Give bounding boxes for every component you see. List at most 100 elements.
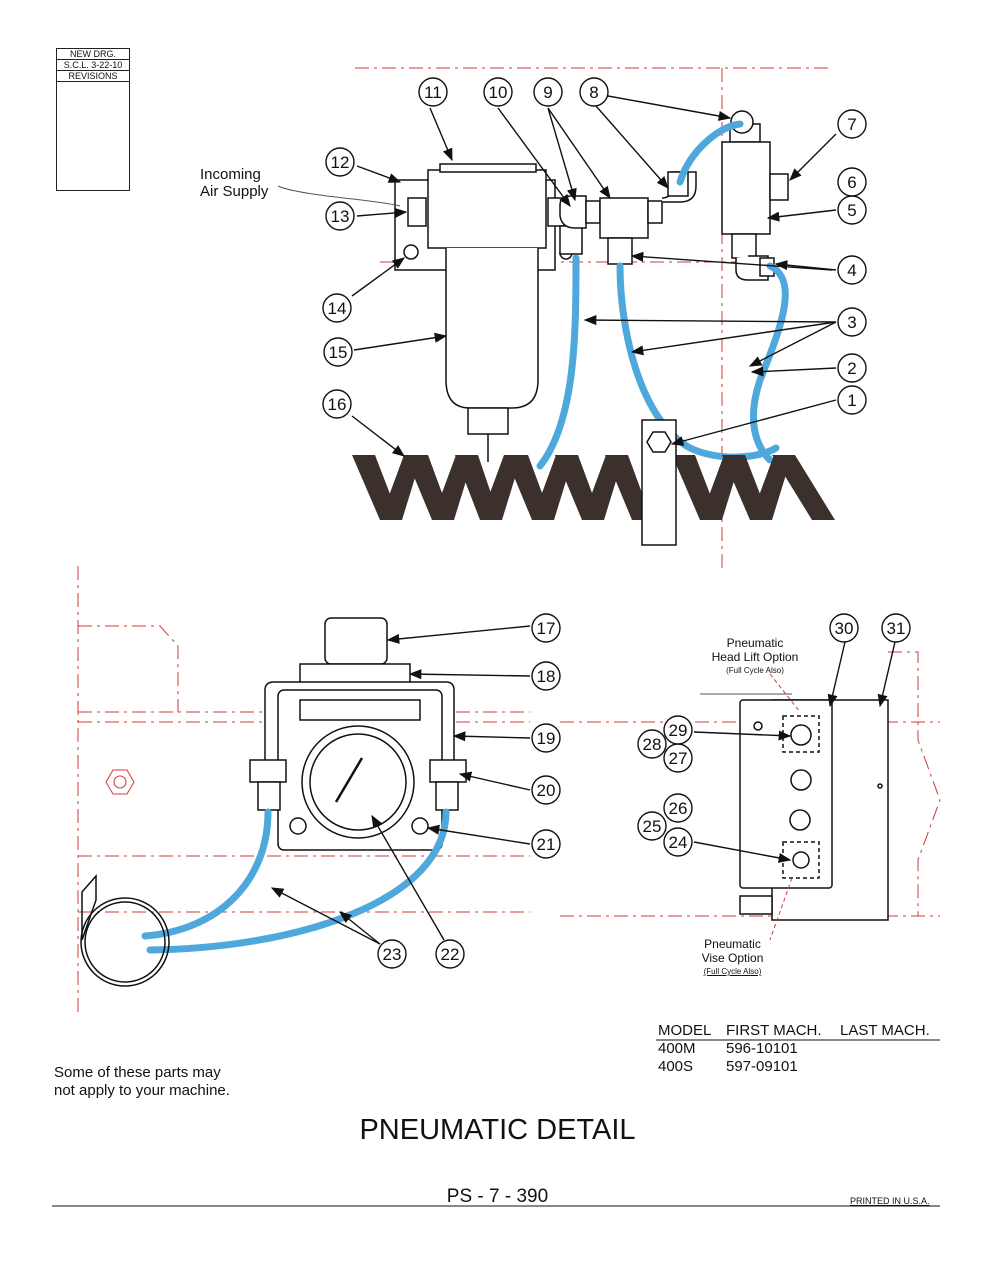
callout-circle-29 xyxy=(663,715,693,745)
callout-number-25: 25 xyxy=(643,817,662,836)
callout-circle-14 xyxy=(322,293,352,323)
callout-number-18: 18 xyxy=(537,667,556,686)
callout-circle-13 xyxy=(325,201,355,231)
callout-circle-31 xyxy=(881,613,911,643)
callout-number-17: 17 xyxy=(537,619,556,638)
vise-option-line-2: Vise Option xyxy=(701,951,764,965)
model-table-header: MODEL FIRST MACH. LAST MACH. xyxy=(658,1022,930,1040)
printed-in-usa: PRINTED IN U.S.A. xyxy=(850,1196,930,1206)
callout-circle-3 xyxy=(837,307,867,337)
callout-circle-30 xyxy=(829,613,859,643)
callout-number-13: 13 xyxy=(331,207,350,226)
callout-number-7: 7 xyxy=(847,115,856,134)
callout-bubbles: 1234567891011121314151617181920212223242… xyxy=(322,77,911,969)
incoming-air-line-2: Air Supply xyxy=(200,183,269,200)
callout-number-15: 15 xyxy=(329,343,348,362)
callout-circle-4 xyxy=(837,255,867,285)
callout-circle-19 xyxy=(531,723,561,753)
callout-number-2: 2 xyxy=(847,359,856,378)
callout-circle-7 xyxy=(837,109,867,139)
first-mach-header: FIRST MACH. xyxy=(726,1022,822,1039)
callout-number-10: 10 xyxy=(489,83,508,102)
model-row: 400M 596-10101 xyxy=(658,1040,930,1058)
page-number: PS - 7 - 390 xyxy=(446,1186,549,1207)
callout-circle-17 xyxy=(531,613,561,643)
regulator-assembly xyxy=(249,617,467,851)
note-line-1: Some of these parts may xyxy=(54,1064,221,1081)
callout-circle-16 xyxy=(322,389,352,419)
revision-line-1: NEW DRG. xyxy=(57,49,129,60)
callout-number-20: 20 xyxy=(537,781,556,800)
callout-number-29: 29 xyxy=(669,721,688,740)
callout-circle-25 xyxy=(637,811,667,841)
callout-number-28: 28 xyxy=(643,735,662,754)
vise-option-line-3: (Full Cycle Also) xyxy=(703,967,762,976)
callout-number-31: 31 xyxy=(887,619,906,638)
callout-circle-28 xyxy=(637,729,667,759)
callout-number-16: 16 xyxy=(328,395,347,414)
incoming-air-line-1: Incoming xyxy=(200,166,261,183)
bracket-block xyxy=(641,419,677,546)
model-header: MODEL xyxy=(658,1022,712,1039)
callout-circle-12 xyxy=(325,147,355,177)
callout-number-27: 27 xyxy=(669,749,688,768)
gauge-needle xyxy=(334,757,364,803)
leader-lines xyxy=(270,95,896,945)
callout-circle-18 xyxy=(531,661,561,691)
callout-number-4: 4 xyxy=(847,261,856,280)
regulator-hoses xyxy=(141,808,450,954)
callout-circle-22 xyxy=(435,939,465,969)
callout-circle-6 xyxy=(837,167,867,197)
callout-number-24: 24 xyxy=(669,833,688,852)
callout-number-30: 30 xyxy=(835,619,854,638)
hex-bolt xyxy=(105,769,135,795)
callout-circle-9 xyxy=(533,77,563,107)
last-mach-header: LAST MACH. xyxy=(840,1022,930,1039)
head-lift-label: Pneumatic Head Lift Option (Full Cycle A… xyxy=(690,636,820,678)
callout-number-26: 26 xyxy=(669,799,688,818)
first-mach-cell: 597-09101 xyxy=(726,1058,798,1075)
callout-circle-21 xyxy=(531,829,561,859)
filter-assembly xyxy=(394,163,573,462)
model-cell: 400M xyxy=(658,1040,696,1057)
callout-number-9: 9 xyxy=(543,83,552,102)
callout-circle-10 xyxy=(483,77,513,107)
incoming-air-label: Incoming Air Supply xyxy=(200,166,268,200)
hose-coil xyxy=(80,874,170,987)
revision-header: REVISIONS xyxy=(57,71,129,82)
applicability-note: Some of these parts may not apply to you… xyxy=(54,1064,230,1100)
callout-number-21: 21 xyxy=(537,835,556,854)
page-title: PNEUMATIC DETAIL xyxy=(359,1114,636,1146)
callout-circle-15 xyxy=(323,337,353,367)
vise-option-label: Pneumatic Vise Option (Full Cycle Also) xyxy=(675,937,790,979)
callout-number-11: 11 xyxy=(424,83,442,102)
callout-circle-20 xyxy=(531,775,561,805)
callout-circle-8 xyxy=(579,77,609,107)
callout-circle-1 xyxy=(837,385,867,415)
first-mach-cell: 596-10101 xyxy=(726,1040,798,1057)
callout-circle-24 xyxy=(663,827,693,857)
revision-line-2: S.C.L. 3-22-10 xyxy=(57,60,129,71)
note-line-2: not apply to your machine. xyxy=(54,1082,230,1099)
callout-circle-11 xyxy=(418,77,448,107)
model-row: 400S 597-09101 xyxy=(658,1058,930,1076)
vise-option-line-1: Pneumatic xyxy=(704,937,761,951)
callout-number-12: 12 xyxy=(331,153,350,172)
model-table: MODEL FIRST MACH. LAST MACH. 400M 596-10101… xyxy=(658,1022,930,1076)
callout-number-1: 1 xyxy=(847,391,856,410)
model-cell: 400S xyxy=(658,1058,694,1075)
callout-number-8: 8 xyxy=(589,83,598,102)
revision-block: NEW DRG. S.C.L. 3-22-10 REVISIONS xyxy=(56,48,130,191)
control-panel xyxy=(739,699,889,921)
head-lift-line-1: Pneumatic xyxy=(726,636,784,650)
callout-circle-26 xyxy=(663,793,693,823)
callout-circle-2 xyxy=(837,353,867,383)
callout-number-19: 19 xyxy=(537,729,556,748)
head-lift-line-2: Head Lift Option xyxy=(711,650,799,664)
head-lift-line-3: (Full Cycle Also) xyxy=(726,666,784,675)
callout-number-22: 22 xyxy=(441,945,460,964)
fittings xyxy=(547,110,789,281)
callout-number-5: 5 xyxy=(847,201,856,220)
